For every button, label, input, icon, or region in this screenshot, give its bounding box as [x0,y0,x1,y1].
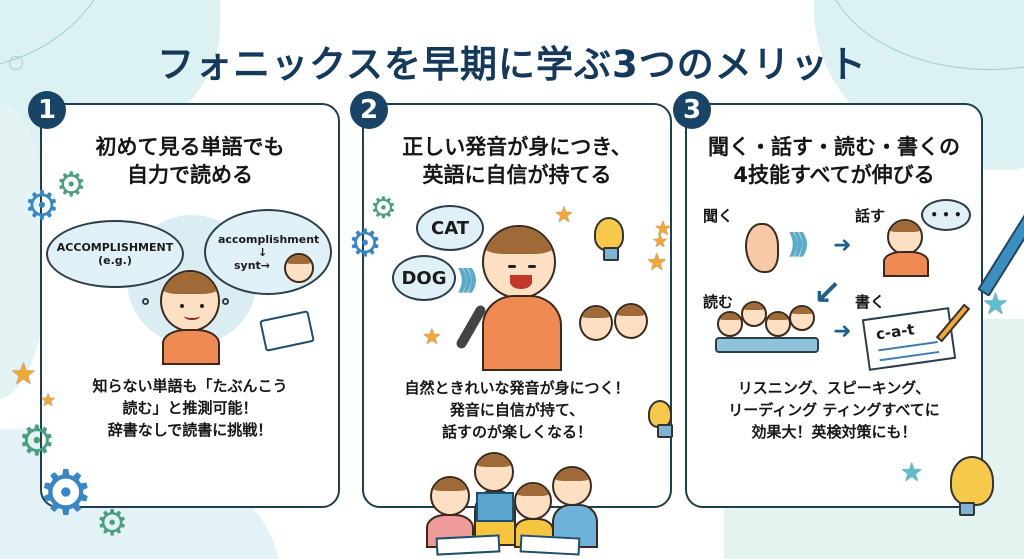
merit-panel-1: 1 初めて見る単語でも 自力で読める ACCOMPLISHMENT (e.g.)… [28,91,340,508]
girl-face-icon [514,482,552,520]
gear-icon: ⚙ [96,503,129,544]
write-label: 書く [855,293,886,311]
girl-face-icon [579,305,613,341]
arrow-down-left-icon: ↙ [813,273,842,313]
boy-singing-icon [482,225,556,299]
boy-speaking-icon [887,219,923,255]
speech-bubble-cat: CAT [416,205,484,251]
pencil-icon [977,213,1024,297]
panel-body: 知らない単語も「たぶんこう 読む」と推測可能！ 辞書なしで読書に挑戦！ [42,375,338,441]
boy-body [162,329,220,365]
star-icon: ★ [554,203,574,228]
sound-waves-icon: ))) [456,263,479,296]
boy-face-icon [552,466,592,506]
thought-dot [142,298,149,305]
star-icon: ★ [652,231,669,252]
heading-line: 自力で読める [127,163,253,187]
open-book-icon [259,310,315,352]
boy-body [883,251,929,277]
number-badge: 1 [28,91,66,129]
open-book-icon [519,534,581,556]
sound-waves-icon: ))) [787,227,810,260]
star-icon: ★ [646,248,668,276]
gear-icon: ⚙ [348,221,383,265]
cloud-text: ACCOMPLISHMENT [56,241,174,254]
heading-line: 聞く・話す・読む・書くの [708,135,960,159]
star-icon: ★ [982,287,1009,322]
girl-face-icon [430,476,470,516]
heading-line: 初めて見る単語でも [95,135,285,159]
gear-icon: ⚙ [18,416,56,465]
child-reading-icon [717,311,743,337]
panel-heading: 初めて見る単語でも 自力で読める [42,133,338,189]
page-title: フォニックスを早期に学ぶ3つのメリット [157,43,867,86]
body-line: 自然ときれいな発音が身につく！ [404,379,630,397]
merit-panel-2: 2 正しい発音が身につき、 英語に自信が持てる CAT DOG ))) ★ ★ … [350,91,672,508]
cloud-text: (e.g.) [98,254,132,267]
body-line: 話すのが楽しくなる！ [441,423,592,441]
decorative-ring-icon [9,56,23,70]
open-book-icon [435,534,501,556]
number-badge: 2 [350,91,388,129]
heading-line: 4技能すべてが伸びる [733,163,935,187]
star-icon: ★ [10,357,37,392]
arrow-right-icon: ➜ [833,319,852,344]
thought-cloud-right: accomplishment ↓ synt→ [204,209,332,295]
ear-icon [745,223,779,273]
gear-icon: ⚙ [370,191,397,226]
merit-panel-3: 3 聞く・話す・読む・書くの 4技能すべてが伸びる 聞く ))) ➜ 話す • … [673,91,983,508]
boy-face-icon [614,303,648,339]
lightbulb-icon [594,217,624,261]
thought-cloud-left: ACCOMPLISHMENT (e.g.) [46,220,184,288]
speak-label: 話す [855,207,886,225]
star-icon: ★ [40,390,57,411]
body-line: 発音に自信が持て、 [449,401,585,419]
speech-bubble-dots: • • • [921,199,971,231]
body-line: リーディング ティングすべてに [728,401,940,419]
speech-bubble-dog: DOG [392,255,456,301]
heading-line: 英語に自信が持てる [422,163,612,187]
star-icon: ★ [900,458,924,488]
book-icon [476,492,514,522]
cloud-text: accomplishment [218,232,320,246]
small-face-icon [284,253,314,283]
panel-body: リスニング、スピーキング、 リーディング ティングすべてに 効果大！英検対策にも… [687,377,981,443]
body-line: 効果大！英検対策にも！ [751,423,917,441]
child-reading-icon [789,305,815,331]
thought-dot [222,298,229,305]
lightbulb-icon [648,400,673,438]
arrow-right-icon: ➜ [833,233,852,258]
gear-icon: ⚙ [38,456,94,529]
body-line: 読む」と推測可能！ [122,399,258,417]
panel-heading: 正しい発音が身につき、 英語に自信が持てる [364,133,670,189]
body-line: 知らない単語も「たぶんこう [92,377,288,395]
gear-icon: ⚙ [56,165,87,205]
heading-line: 正しい発音が身につき、 [402,135,632,159]
cloud-text: synt→ [234,258,271,272]
body-line: リスニング、スピーキング、 [737,379,931,397]
child-reading-icon [765,311,791,337]
lightbulb-icon [950,456,994,516]
read-label: 読む [703,293,734,311]
star-icon: ★ [654,216,672,240]
panel-heading: 聞く・話す・読む・書くの 4技能すべてが伸びる [687,133,981,189]
child-reading-icon [741,301,767,327]
books-icon [715,337,819,353]
body-line: 辞書なしで読書に挑戦！ [107,421,273,439]
panel-body: 自然ときれいな発音が身につく！ 発音に自信が持て、 話すのが楽しくなる！ [364,377,670,443]
boy-body [482,295,562,371]
cloud-text: ↓ [258,245,268,259]
gear-icon: ⚙ [24,183,60,229]
number-badge: 3 [673,91,711,129]
star-icon: ★ [422,325,442,350]
boy-thinking-icon [160,270,220,332]
listen-label: 聞く [703,207,734,225]
boy-face-icon [474,452,514,492]
